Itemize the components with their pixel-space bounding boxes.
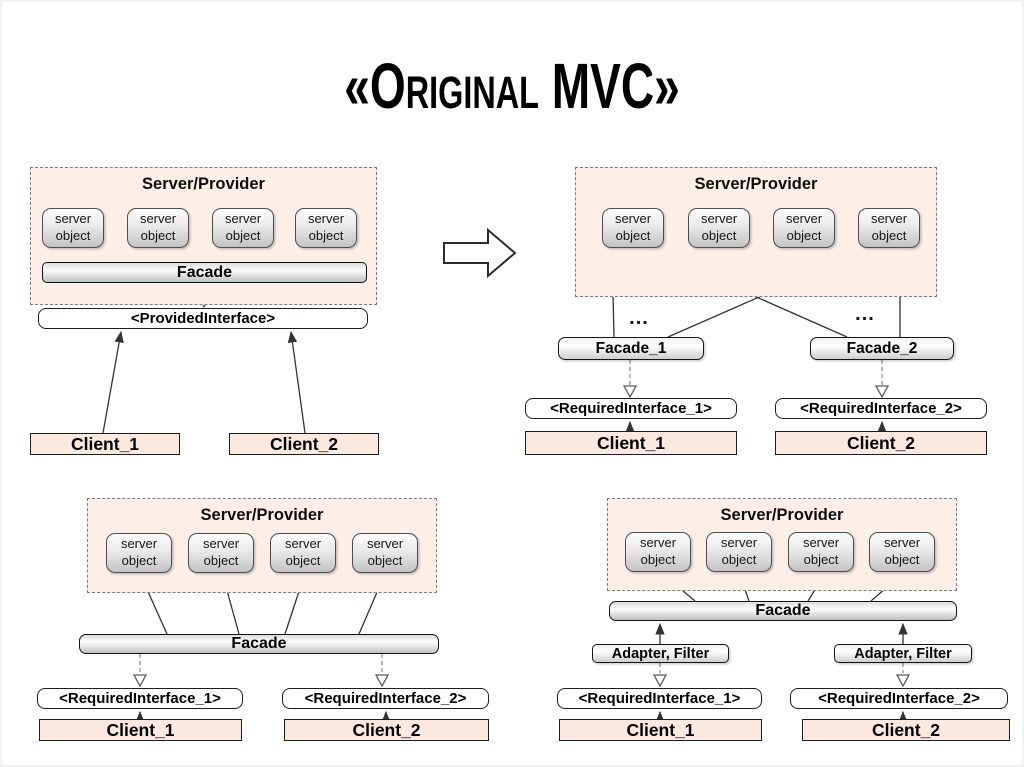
client-2-box: Client_2 bbox=[229, 433, 379, 455]
server-object: server object bbox=[688, 208, 750, 248]
client-1-box: Client_1 bbox=[39, 719, 242, 741]
realization-triangle bbox=[895, 674, 911, 688]
adapter-filter-2-box: Adapter, Filter bbox=[834, 644, 972, 663]
required-interface-1-box: <RequiredInterface_1> bbox=[37, 688, 243, 709]
client-1-box: Client_1 bbox=[559, 719, 762, 741]
br-adapter-realization-arrows bbox=[652, 663, 911, 688]
server-provider-label: Server/Provider bbox=[142, 175, 265, 193]
server-provider-label: Server/Provider bbox=[720, 506, 844, 524]
server-object: server object bbox=[42, 208, 104, 248]
server-object: server object bbox=[869, 532, 935, 572]
server-object: server object bbox=[295, 208, 357, 248]
realization-triangle bbox=[374, 674, 390, 688]
required-interface-1-box: <RequiredInterface_1> bbox=[557, 688, 762, 709]
server-object: server object bbox=[352, 533, 418, 573]
server-provider-label: Server/Provider bbox=[200, 506, 324, 524]
facade-1-box: Facade_1 bbox=[558, 337, 704, 360]
server-object: server object bbox=[625, 532, 691, 572]
client-to-interface-arrow bbox=[287, 330, 306, 434]
realization-triangle bbox=[652, 674, 668, 688]
slide-title: «Original MVC» bbox=[344, 50, 680, 122]
adapter-filter-1-box: Adapter, Filter bbox=[592, 644, 729, 663]
br-client-to-interface-arrows bbox=[655, 710, 908, 723]
server-object: server object bbox=[602, 208, 664, 248]
bl-client-to-interface-arrows bbox=[135, 710, 391, 723]
facade-bar: Facade bbox=[609, 601, 957, 621]
server-object: server object bbox=[106, 533, 172, 573]
client-2-box: Client_2 bbox=[284, 719, 489, 741]
server-provider-label: Server/Provider bbox=[694, 175, 818, 193]
realization-triangle bbox=[622, 385, 638, 399]
provided-interface-box: <ProvidedInterface> bbox=[38, 308, 368, 329]
server-object: server object bbox=[212, 208, 274, 248]
transform-arrow bbox=[443, 227, 517, 279]
tr-client-to-interface-arrows bbox=[625, 420, 887, 433]
server-object: server object bbox=[127, 208, 189, 248]
client-1-box: Client_1 bbox=[525, 431, 737, 455]
required-interface-1-box: <RequiredInterface_1> bbox=[525, 398, 737, 419]
required-interface-2-box: <RequiredInterface_2> bbox=[282, 688, 489, 709]
required-interface-2-box: <RequiredInterface_2> bbox=[775, 398, 987, 419]
more-facades-ellipsis: ... bbox=[629, 307, 649, 329]
tr-facade-realization-arrows bbox=[622, 360, 890, 399]
client-to-interface-arrow bbox=[102, 330, 124, 434]
server-object: server object bbox=[773, 208, 835, 248]
required-interface-2-box: <RequiredInterface_2> bbox=[790, 688, 1008, 709]
client-2-box: Client_2 bbox=[802, 719, 1010, 741]
client-1-box: Client_1 bbox=[30, 433, 180, 455]
server-object: server object bbox=[858, 208, 920, 248]
server-object: server object bbox=[188, 533, 254, 573]
br-adapter-to-facade-arrows bbox=[655, 622, 908, 644]
facade-bar: Facade bbox=[42, 262, 367, 283]
server-object: server object bbox=[788, 532, 854, 572]
realization-triangle bbox=[132, 674, 148, 688]
facade-2-box: Facade_2 bbox=[810, 337, 954, 360]
more-facades-ellipsis: ... bbox=[855, 303, 875, 325]
client-2-box: Client_2 bbox=[775, 431, 987, 455]
tl-client-to-interface-arrows bbox=[102, 330, 306, 434]
server-object: server object bbox=[706, 532, 772, 572]
server-object: server object bbox=[270, 533, 336, 573]
facade-bar: Facade bbox=[79, 634, 439, 654]
realization-triangle bbox=[874, 385, 890, 399]
bl-facade-realization-arrows bbox=[132, 654, 390, 688]
